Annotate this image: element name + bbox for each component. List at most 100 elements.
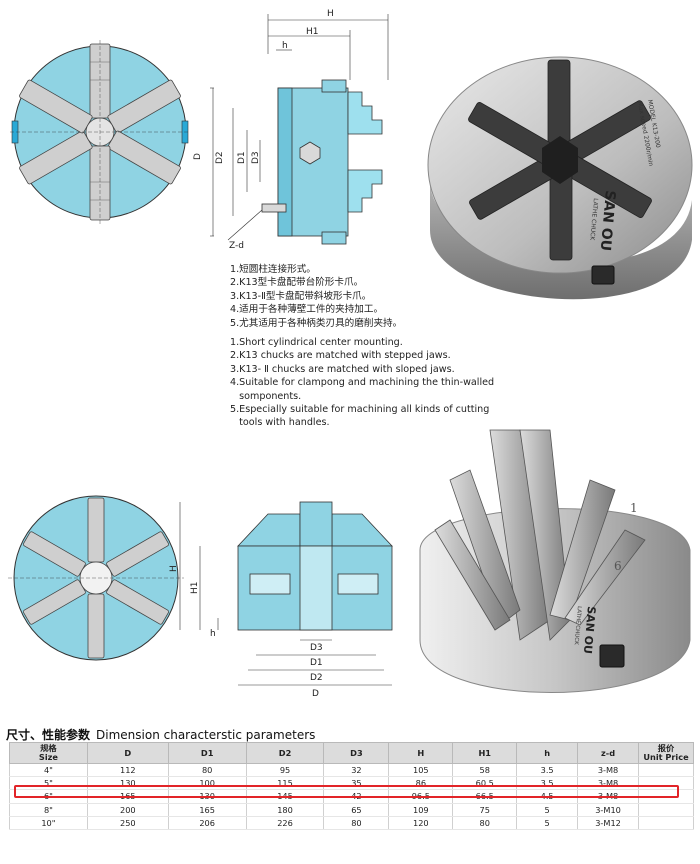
spec-title-en: Dimension characterstic parameters <box>96 728 316 742</box>
bottom-drawing-svg: H H1 h D3 D1 D2 D <box>8 495 393 699</box>
spec-title-cn: 尺寸、性能参数 <box>6 728 91 742</box>
note-cn-1: 1.短圆柱连接形式。 <box>230 264 316 275</box>
dim-H-bottom: H <box>169 565 179 572</box>
header-H1: H1 <box>452 742 518 764</box>
table-cell: 3.5 <box>516 776 579 791</box>
dim-H1-bottom: H1 <box>190 582 200 595</box>
table-cell: 5 <box>516 803 579 817</box>
notes-cn-list: 1.短圆柱连接形式。 2.K13型卡盘配带台阶形卡爪。 3.K13-Ⅱ型卡盘配带… <box>230 263 500 330</box>
table-cell: 250 <box>86 816 169 830</box>
note-cn-2: 2.K13型卡盘配带台阶形卡爪。 <box>230 277 364 289</box>
top-technical-drawing: H H1 h D D2 D1 D3 Z-d <box>0 0 420 260</box>
table-cell: 75 <box>452 803 518 817</box>
table-cell <box>638 763 694 778</box>
table-cell: 3-M8 <box>577 763 639 778</box>
table-cell: 3-M8 <box>577 789 639 804</box>
table-cell: 206 <box>167 816 247 830</box>
header-H: H <box>388 742 454 764</box>
table-cell: 10" <box>9 816 88 830</box>
table-cell: 105 <box>388 763 454 778</box>
note-cn-4: 4.适用于各种薄壁工件的夹持加工。 <box>230 304 384 316</box>
table-cell: 95 <box>245 763 325 778</box>
table-cell: 165 <box>86 789 169 804</box>
table-cell <box>638 789 694 804</box>
dim-D-bottom: D <box>312 689 319 699</box>
dim-h-bottom: h <box>210 629 216 639</box>
table-cell: 180 <box>245 803 325 817</box>
dim-D1-bottom: D1 <box>310 658 323 668</box>
table-cell: 96.5 <box>388 789 454 804</box>
spec-table-title: 尺寸、性能参数 Dimension characterstic parameter… <box>6 726 315 743</box>
note-cn-3: 3.K13-Ⅱ型卡盘配带斜坡形卡爪。 <box>230 290 372 302</box>
table-cell: 6" <box>9 789 88 804</box>
table-cell: 4" <box>9 763 88 778</box>
header-h: h <box>516 742 579 764</box>
dim-H1-top: H1 <box>306 27 319 37</box>
table-cell: 32 <box>323 763 390 778</box>
table-cell: 60.5 <box>452 776 518 791</box>
photo-brand-top: SAN OU <box>597 190 618 252</box>
table-cell: 35 <box>323 776 390 791</box>
dim-D1-top: D1 <box>237 151 247 164</box>
jaw-number-6: 6 <box>614 559 622 573</box>
dim-D2-top: D2 <box>215 151 225 164</box>
table-cell: 5" <box>9 776 88 791</box>
header-D: D <box>86 742 169 764</box>
note-en-1: 1.Short cylindrical center mounting. <box>230 337 403 349</box>
table-cell: 3.5 <box>516 763 579 778</box>
note-en-3: 3.K13- Ⅱ chucks are matched with sloped … <box>230 363 455 375</box>
table-cell <box>638 803 694 817</box>
feature-notes: 1.短圆柱连接形式。 2.K13型卡盘配带台阶形卡爪。 3.K13-Ⅱ型卡盘配带… <box>230 263 500 430</box>
table-cell: 226 <box>245 816 325 830</box>
dim-D2-bottom: D2 <box>310 673 323 683</box>
bottom-photo-svg: 1 6 SAN OU LATHE CHUCK <box>419 429 691 693</box>
table-cell: 3-M8 <box>577 776 639 791</box>
dim-h-top: h <box>282 41 288 51</box>
table-cell: 130 <box>86 776 169 791</box>
table-cell <box>638 776 694 791</box>
note-cn-5: 5.尤其适用于各种柄类刃具的磨削夹持。 <box>230 317 403 329</box>
header-D2: D2 <box>245 742 325 764</box>
note-en-5: 5.Especially suitable for machining all … <box>230 404 490 429</box>
table-cell: 112 <box>86 763 169 778</box>
table-cell: 109 <box>388 803 454 817</box>
header-zd: z-d <box>577 742 639 764</box>
table-cell: 8" <box>9 803 88 817</box>
notes-en-list: 1.Short cylindrical center mounting. 2.K… <box>230 336 500 430</box>
table-cell: 86 <box>388 776 454 791</box>
photo-brand-bottom: SAN OU <box>581 606 598 655</box>
table-cell: 42 <box>323 789 390 804</box>
table-cell: 80 <box>167 763 247 778</box>
top-drawing-svg: H H1 h D D2 D1 D3 Z-d <box>10 9 389 251</box>
table-cell: 200 <box>86 803 169 817</box>
table-cell: 5 <box>516 816 579 830</box>
table-cell: 80 <box>452 816 518 830</box>
table-cell: 130 <box>167 789 247 804</box>
table-cell: 65 <box>323 803 390 817</box>
dim-D-top: D <box>193 153 203 160</box>
table-cell: 3-M10 <box>577 803 639 817</box>
dim-H-top: H <box>327 9 334 19</box>
header-D1: D1 <box>167 742 247 764</box>
dim-Zd-top: Z-d <box>229 241 244 251</box>
table-cell: 66.5 <box>452 789 518 804</box>
top-photo-svg: MODEL K13-200 Max speed 2200r/min SAN OU… <box>427 56 693 300</box>
table-cell: 100 <box>167 776 247 791</box>
photo-brand-sub-bottom: LATHE CHUCK <box>573 606 582 645</box>
table-cell <box>638 816 694 830</box>
table-cell: 3-M12 <box>577 816 639 830</box>
header-D3: D3 <box>323 742 390 764</box>
bottom-chuck-photo: 1 6 SAN OU LATHE CHUCK <box>400 420 700 710</box>
table-cell: 165 <box>167 803 247 817</box>
jaw-number-1: 1 <box>630 501 638 515</box>
table-cell: 58 <box>452 763 518 778</box>
